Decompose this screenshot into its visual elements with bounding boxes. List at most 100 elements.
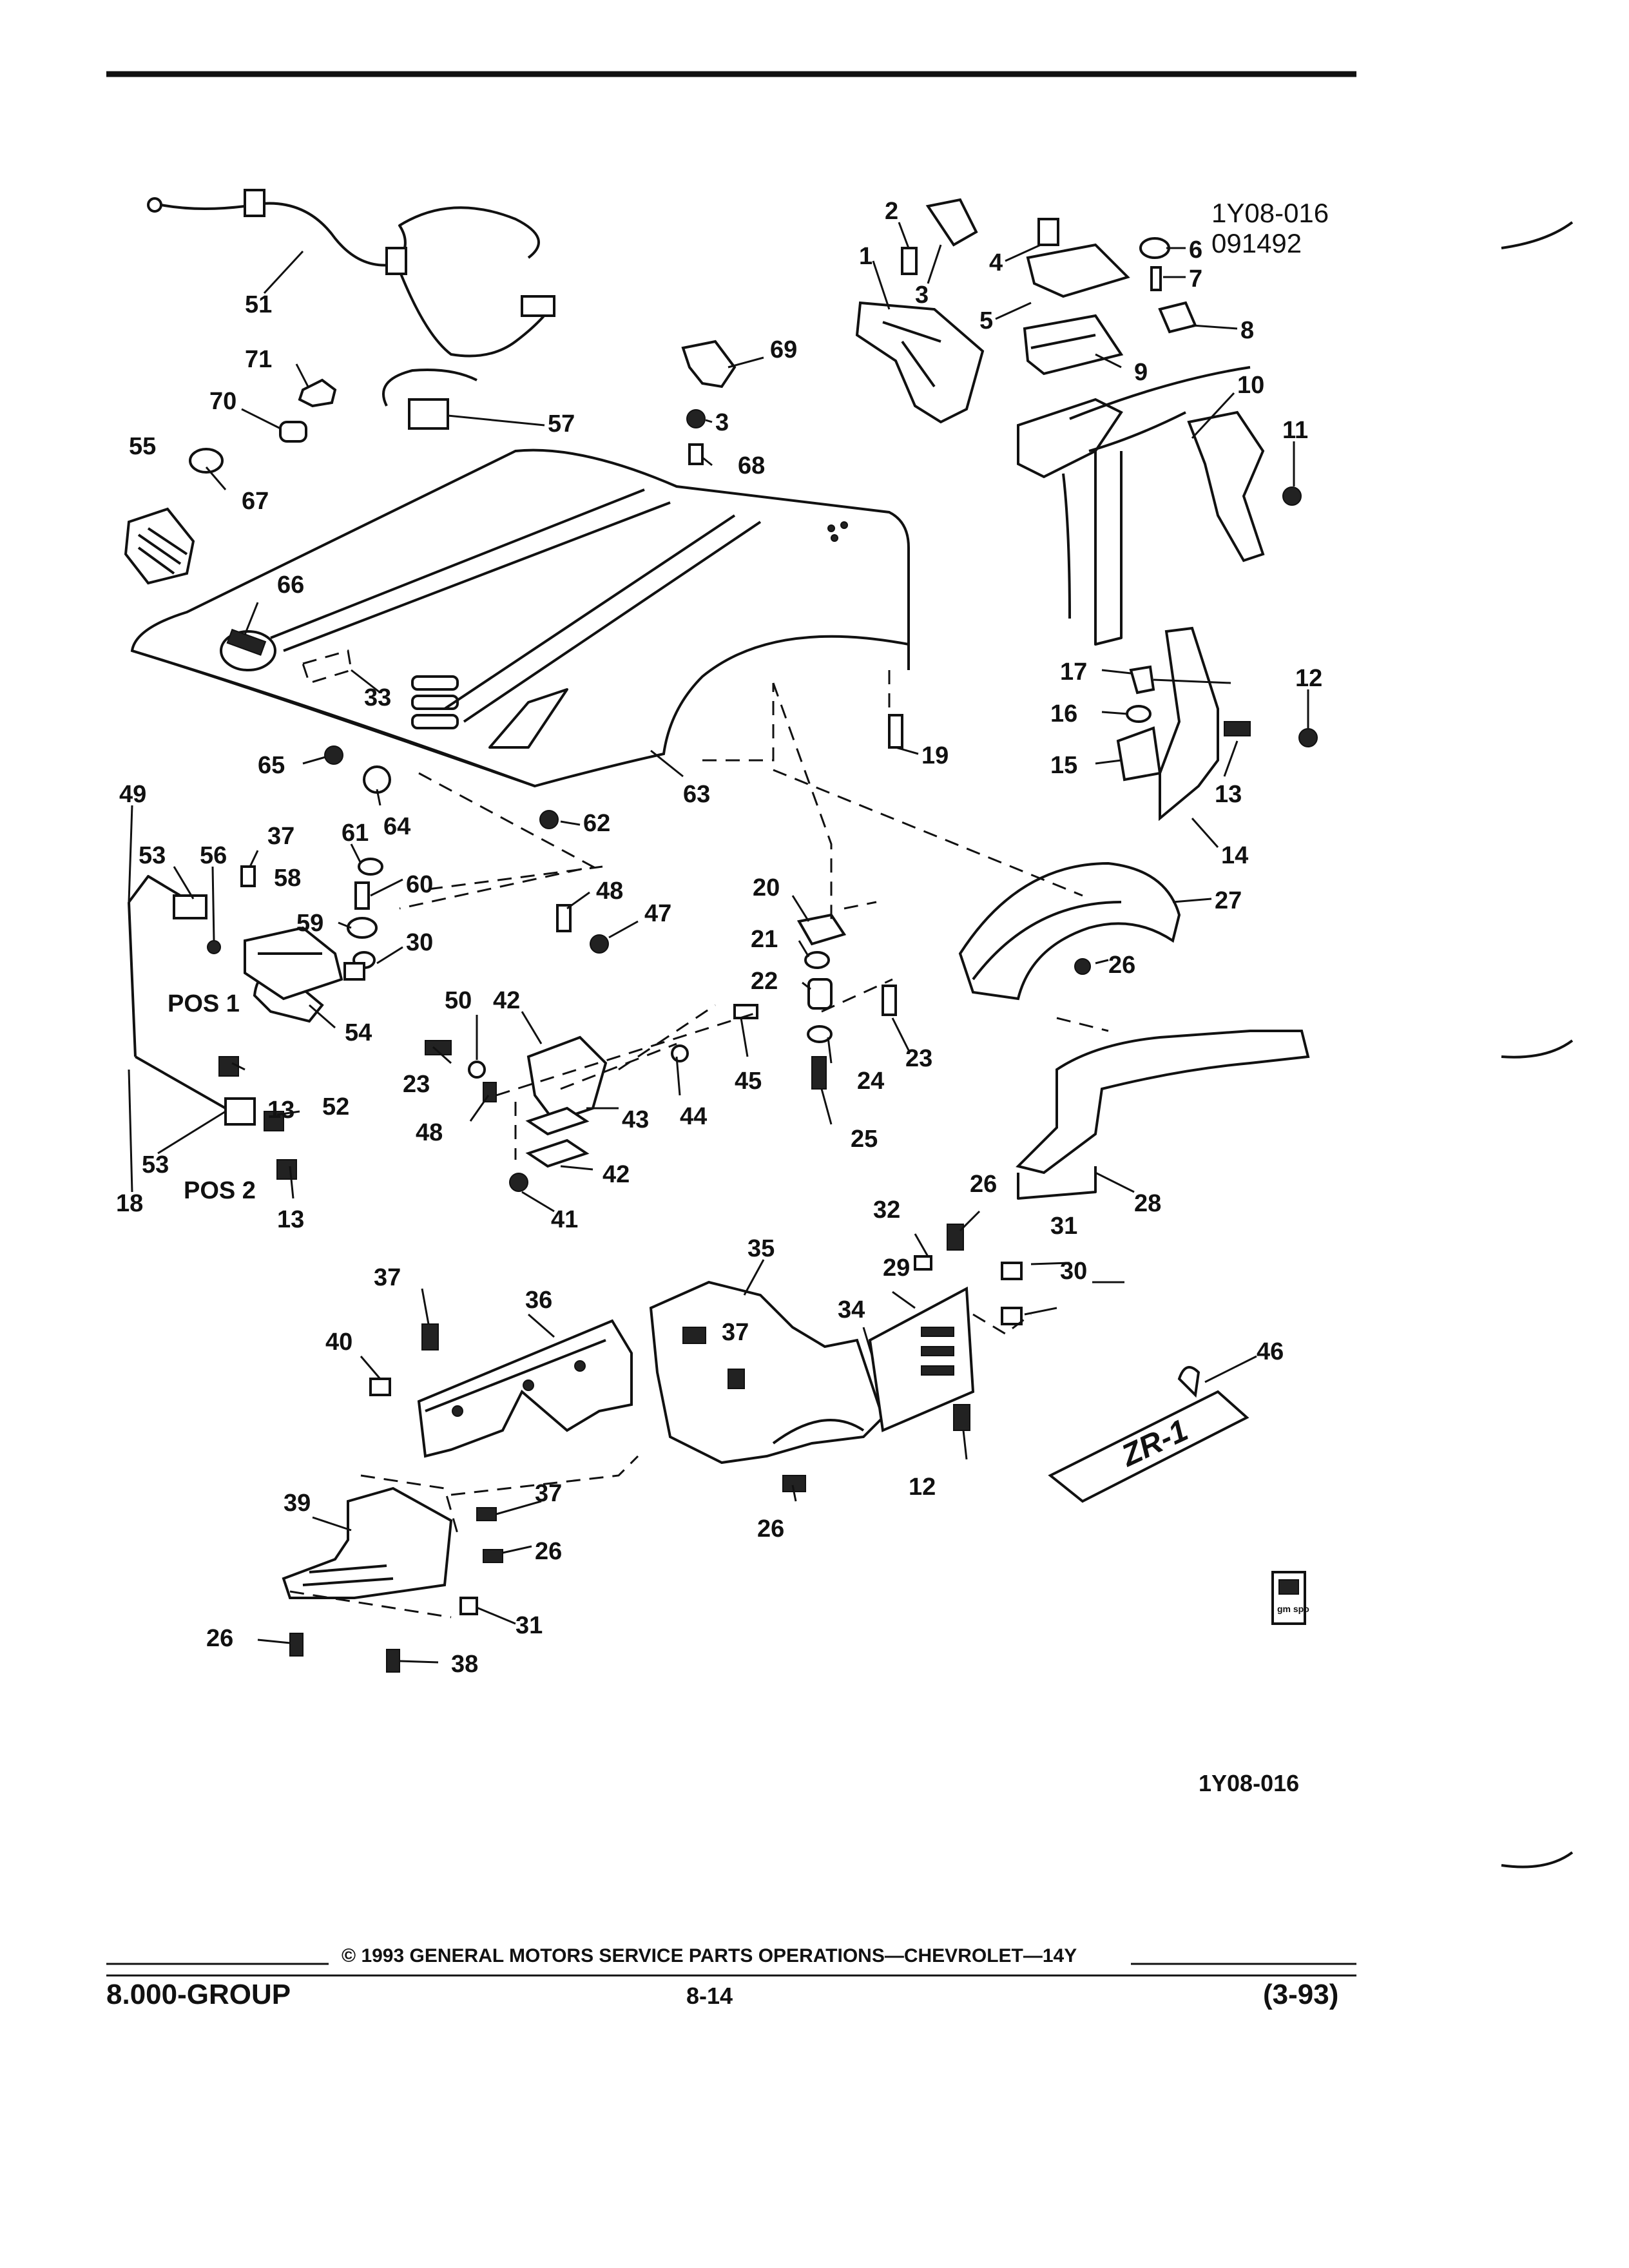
callout-8: 8 xyxy=(1240,317,1254,344)
hood-hinge xyxy=(425,904,758,1192)
callout-42: 42 xyxy=(602,1161,630,1188)
callout-42: 42 xyxy=(493,987,520,1014)
callout-24: 24 xyxy=(857,1068,884,1095)
callout-30: 30 xyxy=(1060,1258,1087,1285)
gmspo-logo: gm spo xyxy=(1271,1571,1309,1625)
callout-60: 60 xyxy=(406,871,433,898)
assembly-lines xyxy=(289,670,1109,1619)
callout-29: 29 xyxy=(883,1254,910,1282)
callout-41: 41 xyxy=(551,1206,578,1233)
callout-37: 37 xyxy=(535,1480,562,1507)
hood-assembly xyxy=(130,448,910,788)
callout-12: 12 xyxy=(909,1474,936,1501)
callout-22: 22 xyxy=(751,968,778,995)
callout-26: 26 xyxy=(970,1171,997,1198)
callout-18: 18 xyxy=(116,1190,143,1217)
callout-19: 19 xyxy=(921,742,949,769)
callout-23: 23 xyxy=(905,1045,932,1072)
callout-1: 1 xyxy=(859,243,872,270)
callout-37: 37 xyxy=(722,1319,749,1346)
callout-27: 27 xyxy=(1215,887,1242,914)
fender-bracket-right xyxy=(1116,626,1318,822)
hood-insulator-springs xyxy=(302,649,459,729)
callout-38: 38 xyxy=(451,1651,478,1678)
binding-mark-3 xyxy=(1501,1851,1574,1869)
callout-56: 56 xyxy=(200,842,227,869)
small-parts-left xyxy=(124,378,337,585)
footer-group: 8.000-GROUP xyxy=(106,1979,291,2010)
pos-2-label: POS 2 xyxy=(184,1177,256,1204)
callout-26: 26 xyxy=(1108,952,1135,979)
callout-37: 37 xyxy=(374,1264,401,1291)
radiator-support-bar xyxy=(1016,1030,1310,1200)
callout-47: 47 xyxy=(644,900,671,927)
callout-48: 48 xyxy=(596,878,623,905)
leader-lines xyxy=(128,222,1309,1664)
callout-32: 32 xyxy=(873,1196,900,1224)
callout-6: 6 xyxy=(1189,236,1202,264)
callout-68: 68 xyxy=(738,452,765,479)
callout-13: 13 xyxy=(277,1206,304,1233)
hood-latch-bracket xyxy=(681,340,737,465)
callout-67: 67 xyxy=(242,488,269,515)
fender-vent-grille xyxy=(868,1224,1023,1432)
binding-mark-2 xyxy=(1501,1039,1574,1059)
callout-53: 53 xyxy=(142,1151,169,1178)
callout-57: 57 xyxy=(548,410,575,437)
callout-53: 53 xyxy=(139,842,166,869)
callout-63: 63 xyxy=(683,781,710,808)
callout-54: 54 xyxy=(345,1019,372,1046)
callout-31: 31 xyxy=(1050,1213,1077,1240)
callout-51: 51 xyxy=(245,291,272,318)
callout-16: 16 xyxy=(1050,700,1077,727)
latch-parts-upper-right xyxy=(855,198,1197,424)
hood-prop-rod xyxy=(128,875,324,1180)
callout-61: 61 xyxy=(342,820,369,847)
callout-59: 59 xyxy=(296,910,323,937)
footer-page: 8-14 xyxy=(686,1983,733,2009)
callout-33: 33 xyxy=(364,684,391,711)
callout-37: 37 xyxy=(267,823,294,850)
fender-bolt xyxy=(888,714,903,749)
wheelhouse-liner xyxy=(958,861,1181,1001)
callout-35: 35 xyxy=(747,1235,775,1262)
callout-10: 10 xyxy=(1237,372,1264,399)
callout-9: 9 xyxy=(1134,359,1148,386)
callout-44: 44 xyxy=(680,1103,707,1130)
callout-39: 39 xyxy=(284,1490,311,1517)
splash-shield xyxy=(649,1280,885,1492)
callout-3: 3 xyxy=(915,282,929,309)
callout-40: 40 xyxy=(325,1329,352,1356)
callout-labels: 1 2 3 3 4 5 6 7 8 9 10 11 12 12 13 13 13… xyxy=(116,198,1322,1678)
callout-25: 25 xyxy=(851,1126,878,1153)
callout-48: 48 xyxy=(416,1119,443,1146)
callout-26: 26 xyxy=(757,1515,784,1542)
bumper-stop-stack xyxy=(796,913,897,1090)
callout-62: 62 xyxy=(583,810,610,837)
callout-49: 49 xyxy=(119,781,146,808)
callout-70: 70 xyxy=(209,388,236,415)
footer-revision: (3-93) xyxy=(1263,1979,1338,2010)
callout-66: 66 xyxy=(277,572,304,599)
callout-15: 15 xyxy=(1050,752,1077,779)
callout-30: 30 xyxy=(406,929,433,956)
callout-52: 52 xyxy=(322,1093,349,1120)
drawing-date: 091492 xyxy=(1211,228,1302,258)
callout-36: 36 xyxy=(525,1287,552,1314)
callout-26: 26 xyxy=(535,1538,562,1565)
callout-26: 26 xyxy=(206,1625,233,1652)
callout-17: 17 xyxy=(1060,658,1087,686)
hood-emblem xyxy=(220,628,276,671)
binding-mark-1 xyxy=(1501,221,1574,249)
callout-13: 13 xyxy=(267,1097,294,1124)
callout-23: 23 xyxy=(403,1071,430,1098)
callout-13: 13 xyxy=(1215,781,1242,808)
callout-2: 2 xyxy=(885,198,898,225)
footer: © 1993 GENERAL MOTORS SERVICE PARTS OPER… xyxy=(106,1945,1356,2010)
callout-43: 43 xyxy=(622,1106,649,1133)
front-fender-rear-panel xyxy=(1017,366,1302,646)
callout-28: 28 xyxy=(1134,1190,1161,1217)
callout-14: 14 xyxy=(1221,842,1248,869)
callout-71: 71 xyxy=(245,346,272,373)
